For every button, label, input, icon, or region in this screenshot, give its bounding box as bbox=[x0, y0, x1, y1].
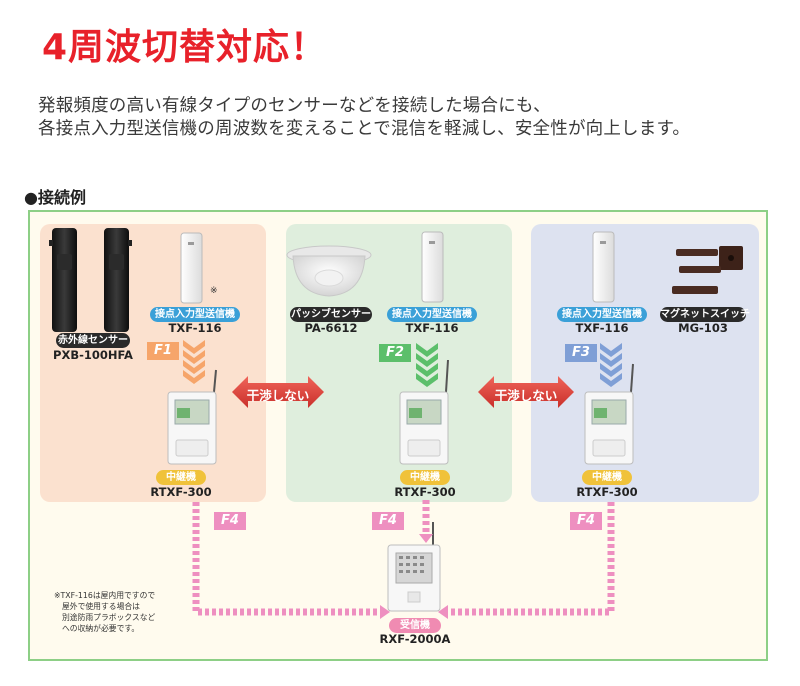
passive-sensor-badge: パッシブセンサー bbox=[290, 307, 372, 322]
no-interference-label-1: 干渉しない bbox=[246, 388, 310, 403]
transmitter-badge-2: 接点入力型送信機 bbox=[387, 307, 477, 322]
zone-panel-f1 bbox=[40, 224, 266, 502]
frequency-badge-f1: F1 bbox=[147, 342, 179, 360]
chevron-arrow-f3 bbox=[600, 343, 622, 387]
no-interference-arrow-1 bbox=[232, 376, 324, 408]
footnote-line-1: ※TXF-116は屋内用ですので bbox=[54, 591, 156, 600]
transmitter-image-1 bbox=[180, 232, 203, 304]
transmitter-image-2 bbox=[421, 231, 444, 303]
infrared-sensor-badge: 赤外線センサー bbox=[56, 333, 130, 348]
magnet-switch-model: MG-103 bbox=[678, 321, 728, 335]
footnote-line-4: への収納が必要です。 bbox=[62, 624, 140, 633]
relay-badge-3: 中継機 bbox=[582, 470, 632, 485]
frequency-badge-f2: F2 bbox=[379, 344, 411, 362]
connection-example-label: ●接続例 bbox=[24, 188, 86, 207]
relay-unit-image-2 bbox=[399, 359, 449, 465]
transmitter-model-1: TXF-116 bbox=[168, 321, 222, 335]
frequency-badge-f4-right: F4 bbox=[570, 512, 602, 530]
transmitter-image-3 bbox=[592, 231, 615, 303]
footnote-line-2: 屋外で使用する場合は bbox=[62, 602, 140, 611]
relay-unit-image-1 bbox=[167, 369, 217, 465]
relay-model-1: RTXF-300 bbox=[150, 485, 212, 499]
chevron-arrow-f1 bbox=[183, 340, 205, 384]
f4-arrowhead-center bbox=[419, 534, 433, 543]
transmitter-note-mark: ※ bbox=[210, 286, 218, 296]
receiver-badge: 受信機 bbox=[389, 618, 441, 633]
chevron-arrow-f2 bbox=[416, 343, 438, 387]
relay-model-3: RTXF-300 bbox=[576, 485, 638, 499]
relay-model-2: RTXF-300 bbox=[394, 485, 456, 499]
magnet-switch-image bbox=[672, 246, 743, 294]
description-line-1: 発報頻度の高い有線タイプのセンサーなどを接続した場合にも、 bbox=[38, 96, 551, 116]
page-title: 4周波切替対応！ bbox=[42, 27, 328, 68]
f4-path-right bbox=[448, 502, 615, 616]
relay-badge-1: 中継機 bbox=[156, 470, 206, 485]
f4-arrowhead-left bbox=[380, 605, 390, 619]
receiver-model: RXF-2000A bbox=[379, 632, 451, 646]
infrared-sensor-model: PXB-100HFA bbox=[53, 348, 133, 362]
frequency-badge-f4-left: F4 bbox=[214, 512, 246, 530]
passive-sensor-model: PA-6612 bbox=[304, 321, 358, 335]
frequency-badge-f4-center: F4 bbox=[372, 512, 404, 530]
infrared-sensor-image bbox=[49, 228, 132, 332]
transmitter-badge-1: 接点入力型送信機 bbox=[150, 307, 240, 322]
transmitter-model-3: TXF-116 bbox=[575, 321, 629, 335]
receiver-image bbox=[387, 522, 441, 612]
footnote: ※TXF-116は屋内用ですので 屋外で使用する場合は 別途防雨プラボックスなど… bbox=[54, 590, 155, 634]
relay-badge-2: 中継機 bbox=[400, 470, 450, 485]
magnet-switch-badge: マグネットスイッチ bbox=[660, 307, 750, 322]
frequency-badge-f3: F3 bbox=[565, 344, 597, 362]
f4-path-left bbox=[192, 502, 380, 616]
transmitter-model-2: TXF-116 bbox=[405, 321, 459, 335]
no-interference-arrow-2 bbox=[478, 376, 574, 408]
description-line-2: 各接点入力型送信機の周波数を変えることで混信を軽減し、安全性が向上します。 bbox=[38, 119, 691, 139]
footnote-line-3: 別途防雨プラボックスなど bbox=[62, 613, 156, 622]
passive-sensor-image bbox=[286, 245, 372, 297]
no-interference-label-2: 干渉しない bbox=[494, 388, 558, 403]
transmitter-badge-3: 接点入力型送信機 bbox=[557, 307, 647, 322]
relay-unit-image-3 bbox=[584, 363, 634, 465]
f4-arrowhead-right bbox=[438, 605, 448, 619]
